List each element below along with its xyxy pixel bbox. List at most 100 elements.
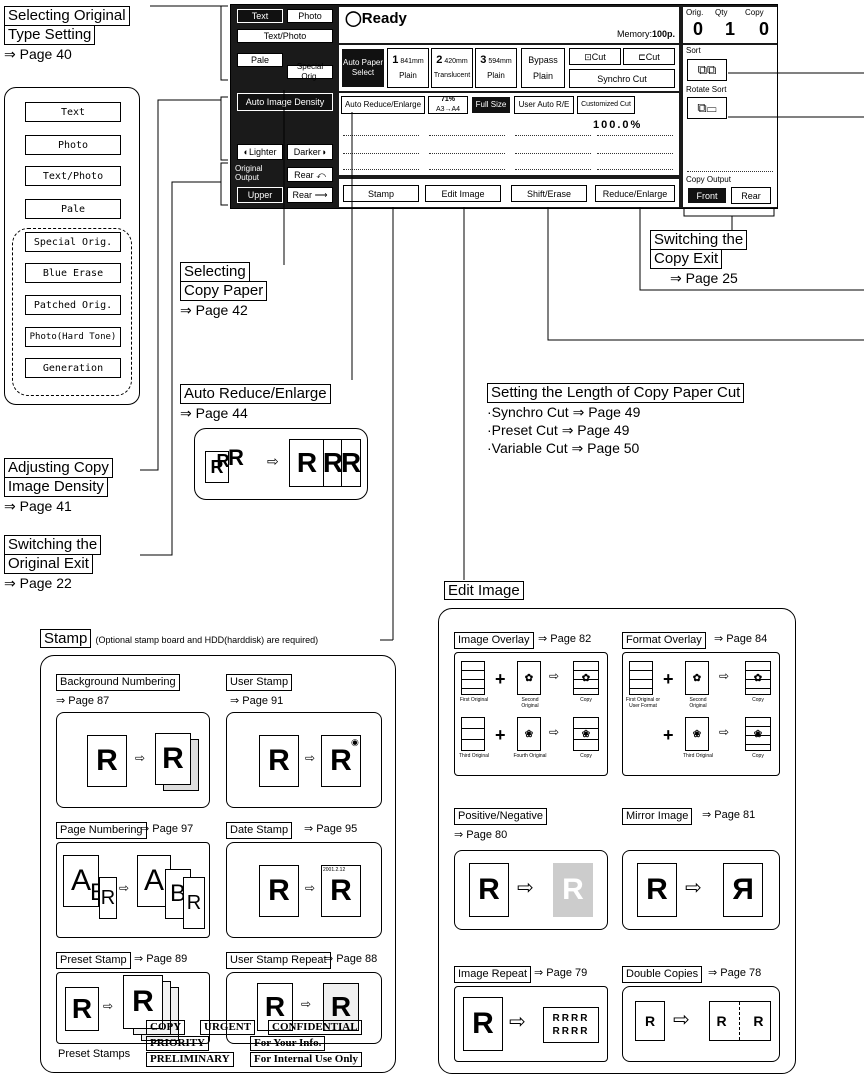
callout-copy-paper-line2: Copy Paper — [180, 281, 268, 301]
stamp-title: Stamp — [40, 629, 92, 648]
arrow-icon: ⇨ — [135, 751, 146, 765]
preset-stamp-page: ⇒ Page 89 — [134, 953, 188, 965]
tray-1-size: 1 841mm — [392, 54, 424, 66]
orig-sheet-3: R — [228, 445, 244, 470]
type-generation: Generation — [25, 358, 121, 378]
user-stamp-repeat-page: ⇒ Page 88 — [324, 953, 378, 965]
mi-copy: R — [723, 863, 763, 917]
shift-erase-button[interactable]: Shift/Erase — [511, 185, 587, 202]
stamp-button[interactable]: Stamp — [343, 185, 419, 202]
edit-image-button[interactable]: Edit Image — [425, 185, 501, 202]
ps-copy: R — [123, 975, 163, 1029]
page-numbering-title: Page Numbering — [56, 822, 147, 839]
tray-2-button[interactable]: 2 420mm Translucent — [431, 48, 473, 88]
orig-label: Orig. — [686, 8, 704, 17]
type-photo-hard-tone: Photo(Hard Tone) — [25, 327, 121, 347]
positive-negative-illustration: R ⇨ R — [454, 850, 608, 930]
background-numbering-title: Background Numbering — [56, 674, 180, 691]
callout-copy-paper-line1: Selecting — [180, 262, 250, 282]
callout-original-type-line1: Selecting Original — [4, 6, 130, 26]
reduce-enlarge-button[interactable]: Reduce/Enlarge — [595, 185, 675, 202]
fo-label-2: Second Original — [689, 697, 707, 709]
format-overlay-page: ⇒ Page 84 — [714, 633, 768, 645]
callout-density-line2: Image Density — [4, 477, 108, 497]
io-label-1: First Original — [459, 697, 489, 703]
positive-negative-page: ⇒ Page 80 — [454, 829, 508, 841]
arrow-icon-7: ⇨ — [509, 1011, 526, 1033]
front-button[interactable]: Front — [687, 187, 727, 204]
darker-icon: ◑ — [320, 147, 327, 157]
preset-preliminary: PRELIMINARY — [146, 1052, 234, 1067]
arrow-icon: ⇨ — [103, 999, 114, 1013]
customized-cut-button[interactable]: Customized Cut — [577, 96, 635, 114]
mirror-image-illustration: R ⇨ R — [622, 850, 780, 930]
tray-3-button[interactable]: 3 594mm Plain — [475, 48, 517, 88]
io-fourth: ❀ — [517, 717, 541, 751]
text-button[interactable]: Text — [237, 9, 283, 23]
orig-sheet-2: R — [216, 450, 230, 471]
cut-button-2[interactable]: ⊏Cut — [623, 48, 675, 65]
type-special-orig: Special Orig. — [25, 232, 121, 252]
type-blue-erase: Blue Erase — [25, 263, 121, 283]
page-numbering-illustration: A B R ⇨ A B R — [56, 842, 210, 938]
callout-density-line1: Adjusting Copy — [4, 458, 113, 478]
io-copy: ✿ — [573, 661, 599, 695]
mi-orig: R — [637, 863, 677, 917]
arrow-icon: ⇨ — [305, 881, 316, 895]
synchro-cut-button[interactable]: Synchro Cut — [569, 69, 675, 88]
arrow-icon: ⇨ — [119, 881, 130, 895]
callout-density-page: ⇒ Page 41 — [4, 498, 72, 514]
bypass-button[interactable]: Bypass Plain — [521, 48, 565, 88]
us-orig: R — [259, 735, 299, 787]
upper-button[interactable]: Upper — [237, 187, 283, 203]
preset-copy: COPY — [146, 1020, 186, 1035]
plus-icon-2: + — [495, 725, 506, 745]
auto-reduce-enlarge-button[interactable]: Auto Reduce/Enlarge — [341, 96, 425, 114]
original-rear-button[interactable]: Rear ⤺ — [287, 167, 333, 182]
callout-cut-length: Setting the Length of Copy Paper Cut ·Sy… — [487, 383, 745, 457]
mirror-image-title: Mirror Image — [622, 808, 693, 825]
auto-image-density-button[interactable]: Auto Image Density — [237, 93, 333, 111]
io-second: ✿ — [517, 661, 541, 695]
tray-2-size: 2 420mm — [436, 54, 468, 66]
io-label-2: Second Original — [521, 697, 539, 709]
auto-paper-select-button[interactable]: Auto Paper Select — [341, 48, 385, 88]
preset-stamp-illustration: R ⇨ R — [56, 972, 210, 1044]
user-stamp-repeat-illustration: R ⇨ R — [226, 972, 382, 1044]
rear-label-2: Rear — [292, 190, 313, 200]
io-copy-2: ❀ — [573, 717, 599, 751]
special-orig-button[interactable]: Special Orig. — [287, 62, 333, 81]
user-stamp-title: User Stamp — [226, 674, 293, 691]
cut-button-1[interactable]: ⊡Cut — [569, 48, 621, 65]
photo-button[interactable]: Photo — [287, 9, 333, 23]
text-photo-button[interactable]: Text/Photo — [237, 29, 333, 43]
arrow-icon: ⇨ — [305, 751, 316, 765]
callout-orig-exit-line2: Original Exit — [4, 554, 93, 574]
fo-label-3: Copy — [752, 697, 764, 703]
rotate-sort-icon: ⧉▭ — [697, 100, 717, 115]
ready-icon: ◯ — [345, 10, 362, 27]
bypass-type: Plain — [532, 71, 553, 81]
plus-icon-3: + — [663, 669, 674, 689]
callout-original-type-page: ⇒ Page 40 — [4, 46, 72, 62]
rotate-sort-button[interactable]: ⧉▭ — [687, 97, 727, 119]
arrow-icon-6: ⇨ — [685, 877, 702, 899]
tray-1-button[interactable]: 1 841mm Plain — [387, 48, 429, 88]
original-rear-straight-button[interactable]: Rear ⟶ — [287, 187, 333, 203]
ratio-preset-button[interactable]: 71%A3→A4 — [428, 96, 468, 114]
usr-copy: R — [323, 983, 359, 1031]
lighter-button[interactable]: ◐Lighter — [237, 144, 283, 160]
pale-button[interactable]: Pale — [237, 53, 283, 67]
callout-auto-reduce-page: ⇒ Page 44 — [180, 405, 248, 421]
arrow-icon-8: ⇨ — [673, 1009, 690, 1031]
date-stamp-illustration: R ⇨ R 2001.2.12 — [226, 842, 382, 938]
sort-button[interactable]: ⧉⧉ — [687, 59, 727, 81]
copy-rear-button[interactable]: Rear — [731, 187, 771, 204]
full-size-button[interactable]: Full Size — [471, 96, 511, 114]
type-text-photo: Text/Photo — [25, 166, 121, 186]
darker-button[interactable]: Darker◑ — [287, 144, 333, 160]
user-auto-re-button[interactable]: User Auto R/E — [514, 96, 574, 114]
